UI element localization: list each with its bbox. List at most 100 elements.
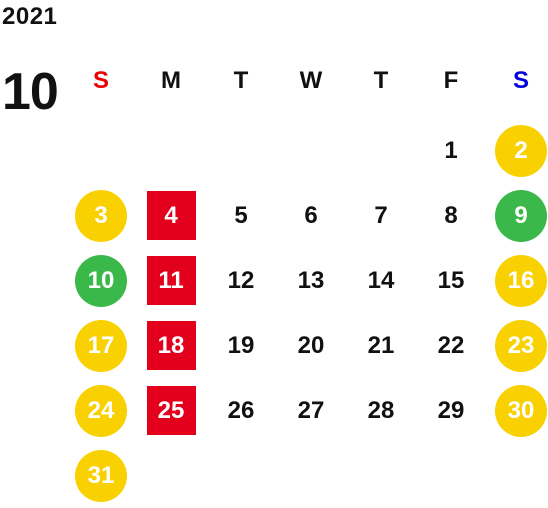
holiday-day-badge: 10	[75, 254, 127, 307]
marked-day-badge: 4	[146, 191, 196, 240]
weekday-cell: T	[206, 56, 276, 106]
empty-day	[285, 450, 337, 502]
empty-day	[355, 125, 407, 177]
day-cell	[276, 118, 346, 183]
marked-day-badge: 18	[146, 321, 196, 370]
day-number: 19	[227, 331, 255, 359]
day-cell: 1	[416, 118, 486, 183]
day-cell	[346, 443, 416, 508]
weekend-day-badge: 31	[75, 449, 127, 502]
day-cell: 7	[346, 183, 416, 248]
day-cell	[136, 443, 206, 508]
day-number: 14	[367, 266, 395, 294]
day-cell	[346, 118, 416, 183]
weekday-label: T	[233, 67, 249, 94]
day-cell: 26	[206, 378, 276, 443]
empty-day	[75, 125, 127, 177]
day-number: 15	[437, 266, 465, 294]
weekday-cell: M	[136, 56, 206, 106]
day-number: 27	[297, 396, 325, 424]
day-cell: 16	[486, 248, 548, 313]
day-cell: 31	[66, 443, 136, 508]
holiday-day-badge: 9	[495, 189, 547, 242]
day-cell: 30	[486, 378, 548, 443]
weekday-header: S M T W T F S	[66, 56, 548, 106]
weekend-day-badge: 3	[75, 189, 127, 242]
day-cell: 6	[276, 183, 346, 248]
marked-day-badge: 11	[146, 256, 196, 305]
empty-day	[425, 450, 477, 502]
day-cell: 19	[206, 313, 276, 378]
day-cell: 9	[486, 183, 548, 248]
day-cell: 18	[136, 313, 206, 378]
weekday-cell: F	[416, 56, 486, 106]
day-cell: 15	[416, 248, 486, 313]
day-cell: 8	[416, 183, 486, 248]
weekday-label: S	[512, 67, 529, 94]
day-cell	[206, 443, 276, 508]
day-number: 21	[367, 331, 395, 359]
day-cell: 5	[206, 183, 276, 248]
day-number: 20	[297, 331, 325, 359]
calendar-year: 2021	[2, 3, 58, 30]
weekday-label: T	[373, 67, 389, 94]
day-number: 1	[444, 136, 458, 164]
weekend-day-badge: 24	[75, 384, 127, 437]
day-number: 22	[437, 331, 465, 359]
day-cell: 23	[486, 313, 548, 378]
day-cell: 17	[66, 313, 136, 378]
day-cell: 4	[136, 183, 206, 248]
calendar-month: 10	[2, 63, 59, 121]
weekday-label: S	[92, 67, 109, 94]
day-cell: 11	[136, 248, 206, 313]
weekday-cell: S	[66, 56, 136, 106]
weekday-label: W	[299, 67, 323, 94]
day-cell: 13	[276, 248, 346, 313]
day-cell: 22	[416, 313, 486, 378]
day-number: 8	[444, 201, 458, 229]
day-cell: 2	[486, 118, 548, 183]
weekend-day-badge: 30	[495, 384, 547, 437]
empty-day	[495, 450, 547, 502]
weekend-day-badge: 17	[75, 319, 127, 372]
weekend-day-badge: 2	[495, 124, 547, 177]
day-cell: 10	[66, 248, 136, 313]
marked-day-badge: 25	[146, 386, 196, 435]
weekday-label: F	[443, 67, 459, 94]
day-cell	[416, 443, 486, 508]
day-cell	[206, 118, 276, 183]
weekday-cell: W	[276, 56, 346, 106]
day-cell: 20	[276, 313, 346, 378]
day-cell	[276, 443, 346, 508]
day-number: 12	[227, 266, 255, 294]
empty-day	[215, 125, 267, 177]
day-cell: 28	[346, 378, 416, 443]
day-number: 26	[227, 396, 255, 424]
day-number: 5	[234, 201, 248, 229]
day-cell: 12	[206, 248, 276, 313]
weekday-cell: S	[486, 56, 548, 106]
day-cell	[66, 118, 136, 183]
weekend-day-badge: 23	[495, 319, 547, 372]
day-cell: 25	[136, 378, 206, 443]
day-number: 28	[367, 396, 395, 424]
calendar-grid: 1 2 3 4 5 6 7 8 9 10 11 12 13 14 15 16 1…	[66, 118, 548, 508]
day-number: 13	[297, 266, 325, 294]
day-cell: 3	[66, 183, 136, 248]
weekend-day-badge: 16	[495, 254, 547, 307]
weekday-cell: T	[346, 56, 416, 106]
day-cell: 29	[416, 378, 486, 443]
day-number: 7	[374, 201, 388, 229]
day-cell: 27	[276, 378, 346, 443]
empty-day	[215, 450, 267, 502]
day-number: 6	[304, 201, 318, 229]
empty-day	[145, 450, 197, 502]
weekday-label: M	[161, 67, 181, 94]
day-cell: 14	[346, 248, 416, 313]
day-cell: 21	[346, 313, 416, 378]
empty-day	[285, 125, 337, 177]
empty-day	[145, 125, 197, 177]
day-cell: 24	[66, 378, 136, 443]
day-number: 29	[437, 396, 465, 424]
day-cell	[136, 118, 206, 183]
